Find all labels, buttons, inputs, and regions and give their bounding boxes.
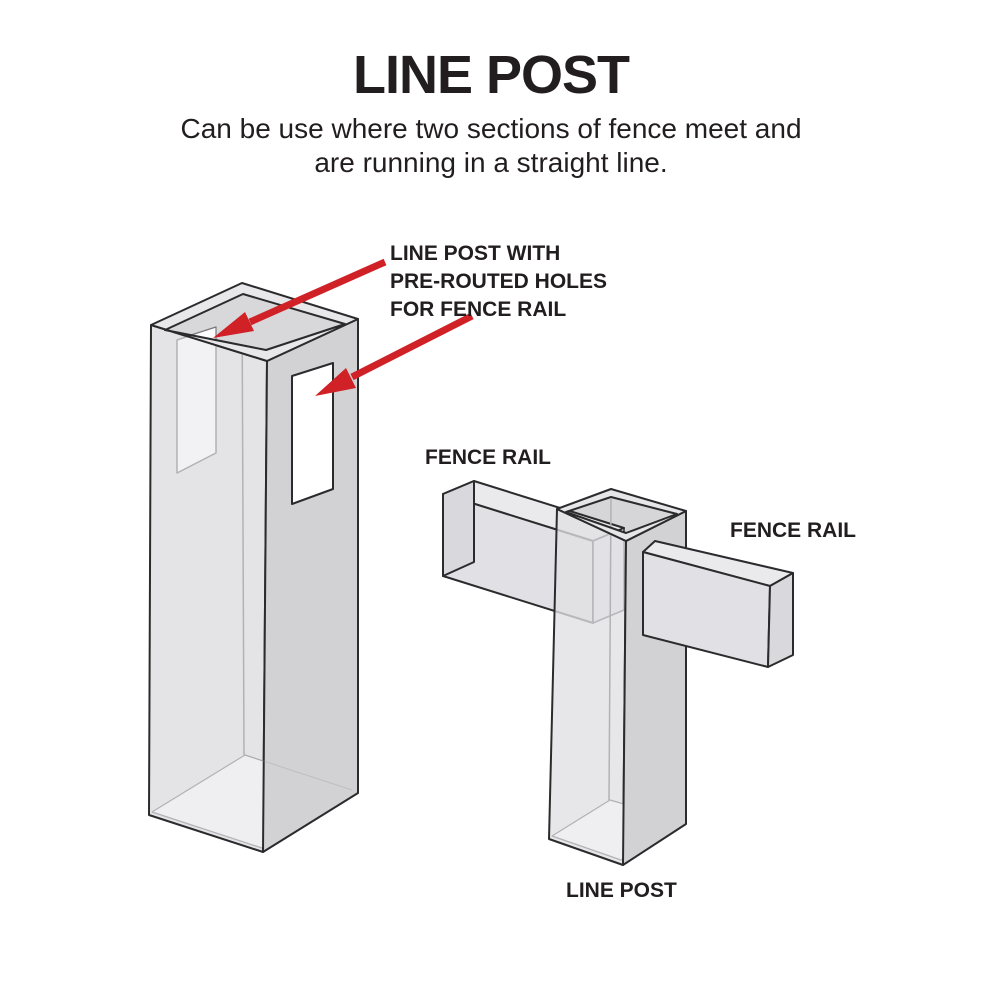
subtitle: Can be use where two sections of fence m… <box>0 112 982 180</box>
tall-post-right-face <box>262 318 359 853</box>
small-post-inner-back-edge <box>608 498 612 801</box>
line-post-bottom-label: LINE POST <box>566 879 677 902</box>
callout-arrows <box>213 258 474 396</box>
arrow-to-front-hole <box>315 312 474 396</box>
fence-rail-right-label: FENCE RAIL <box>730 519 856 542</box>
page-title: LINE POST <box>352 45 630 105</box>
callout-line-2: PRE-ROUTED HOLES <box>390 270 608 293</box>
rail-left-end-face <box>442 480 475 577</box>
rail-right-end-face <box>767 572 794 668</box>
arrow-1-head <box>213 312 254 338</box>
subtitle-line-2: are running in a straight line. <box>314 147 668 178</box>
tall-post-top-rim <box>150 282 359 362</box>
tall-post-bottom-back-edge-faint <box>244 754 353 791</box>
callout-label: LINE POST WITH PRE-ROUTED HOLES FOR FENC… <box>390 240 607 324</box>
fence-rail-right-shape <box>642 540 794 668</box>
arrow-to-top-hole <box>213 258 387 338</box>
subtitle-line-1: Can be use where two sections of fence m… <box>180 113 802 144</box>
tall-line-post <box>148 282 359 853</box>
tall-post-inner-back-edge <box>241 295 245 756</box>
arrow-1-shaft <box>248 258 387 326</box>
post-rail-assembly <box>442 480 794 866</box>
callout-line-3: FOR FENCE RAIL <box>390 298 567 321</box>
routed-hole-back-faint <box>176 326 217 474</box>
fence-rail-left-label: FENCE RAIL <box>425 446 551 469</box>
arrow-2-shaft <box>350 312 474 381</box>
small-post-top-rim <box>556 488 687 542</box>
callout-line-1: LINE POST WITH <box>390 242 561 265</box>
arrow-2-head <box>315 368 356 396</box>
